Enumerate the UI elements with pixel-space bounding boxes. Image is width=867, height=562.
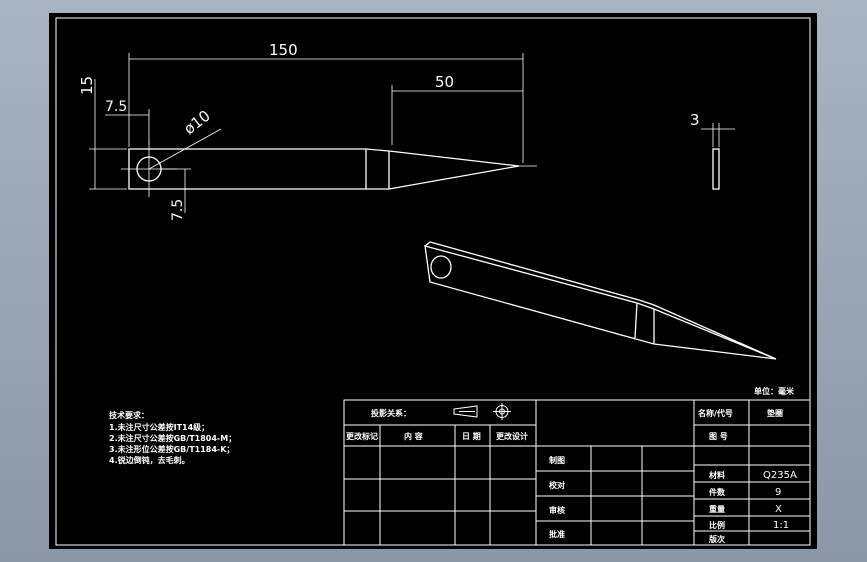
dim-hole-offset-x: 7.5 <box>105 99 150 143</box>
title-block: 单位：毫米 投影关系： <box>343 386 811 546</box>
row-value: 1:1 <box>773 520 789 531</box>
rev-header: 日 期 <box>462 431 481 441</box>
role-label: 校对 <box>549 480 565 490</box>
dim-15-label: 15 <box>78 76 96 95</box>
projection-symbol-icon <box>453 403 511 420</box>
side-view: 3 <box>690 111 735 190</box>
dim-tip-length: 50 <box>391 73 523 145</box>
drawing-canvas: 150 50 15 7.5 7.5 ø10 3 <box>55 17 811 546</box>
dim-7-5-x-label: 7.5 <box>105 99 127 115</box>
note-line: 4.锐边倒钝，去毛刺。 <box>109 455 190 465</box>
sheet-border <box>55 17 811 546</box>
row-label: 比例 <box>709 520 725 530</box>
note-line: 3.未注形位公差按GB/T1184-K； <box>109 444 234 455</box>
rev-header: 更改设计 <box>496 431 528 441</box>
technical-notes: 技术要求： 1.未注尺寸公差按IT14级； 2.未注尺寸公差按GB/T1804-… <box>109 410 236 465</box>
name-value: 垫圈 <box>767 408 783 418</box>
dim-hole-diameter: ø10 <box>148 107 222 170</box>
dim-height: 15 <box>78 76 127 190</box>
dim-thickness-label: 3 <box>690 111 700 129</box>
note-line: 2.未注尺寸公差按GB/T1804-M； <box>109 433 236 444</box>
iso-hole <box>430 255 452 279</box>
isometric-view <box>424 241 777 360</box>
row-label: 重量 <box>709 504 725 514</box>
dim-diameter-label: ø10 <box>180 107 213 139</box>
row-value: Q235A <box>763 470 797 481</box>
drawing-sheet: 150 50 15 7.5 7.5 ø10 3 <box>49 13 817 549</box>
drawing-no-label: 图 号 <box>709 432 728 441</box>
unit-label: 单位：毫米 <box>754 386 795 396</box>
dim-50-label: 50 <box>435 73 454 91</box>
row-label: 件数 <box>709 487 726 497</box>
side-view-outline <box>712 148 720 190</box>
dim-150-label: 150 <box>269 41 298 59</box>
iso-top-face <box>424 241 777 360</box>
projection-label: 投影关系： <box>371 408 411 418</box>
dim-overall-length: 150 <box>128 41 524 163</box>
row-label: 材料 <box>709 470 725 480</box>
dim-7-5-y-label: 7.5 <box>170 199 186 221</box>
rev-header: 更改标记 <box>346 431 378 441</box>
name-label: 名称/代号 <box>698 408 733 418</box>
iso-front-face <box>424 245 777 360</box>
role-label: 批准 <box>549 529 565 539</box>
rev-header: 内 容 <box>404 431 423 441</box>
row-label: 版次 <box>708 534 725 544</box>
iso-bevel-line-1 <box>634 302 638 339</box>
role-label: 审核 <box>549 505 565 515</box>
notes-title: 技术要求： <box>109 410 149 420</box>
role-label: 制图 <box>549 455 565 465</box>
note-line: 1.未注尺寸公差按IT14级； <box>109 422 209 433</box>
row-value: X <box>775 504 782 515</box>
dim-hole-offset-y: 7.5 <box>159 168 191 221</box>
row-value: 9 <box>775 487 781 498</box>
